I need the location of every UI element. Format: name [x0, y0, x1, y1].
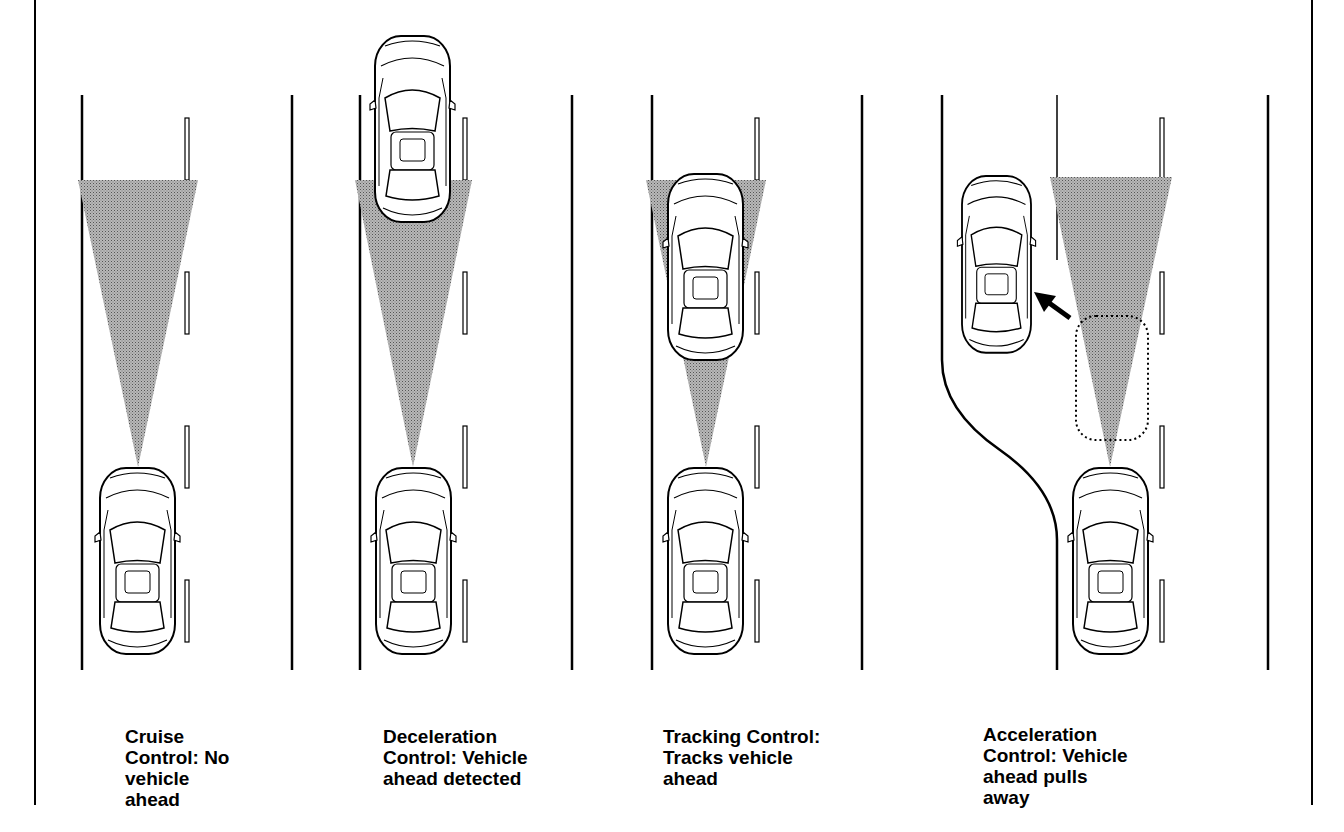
mode-caption: Cruise Control: No vehicle ahead [125, 726, 243, 810]
mode-caption: Acceleration Control: Vehicle ahead pull… [983, 724, 1135, 808]
mode-caption: Deceleration Control: Vehicle ahead dete… [383, 726, 535, 789]
mode-caption: Tracking Control: Tracks vehicle ahead [663, 726, 823, 789]
